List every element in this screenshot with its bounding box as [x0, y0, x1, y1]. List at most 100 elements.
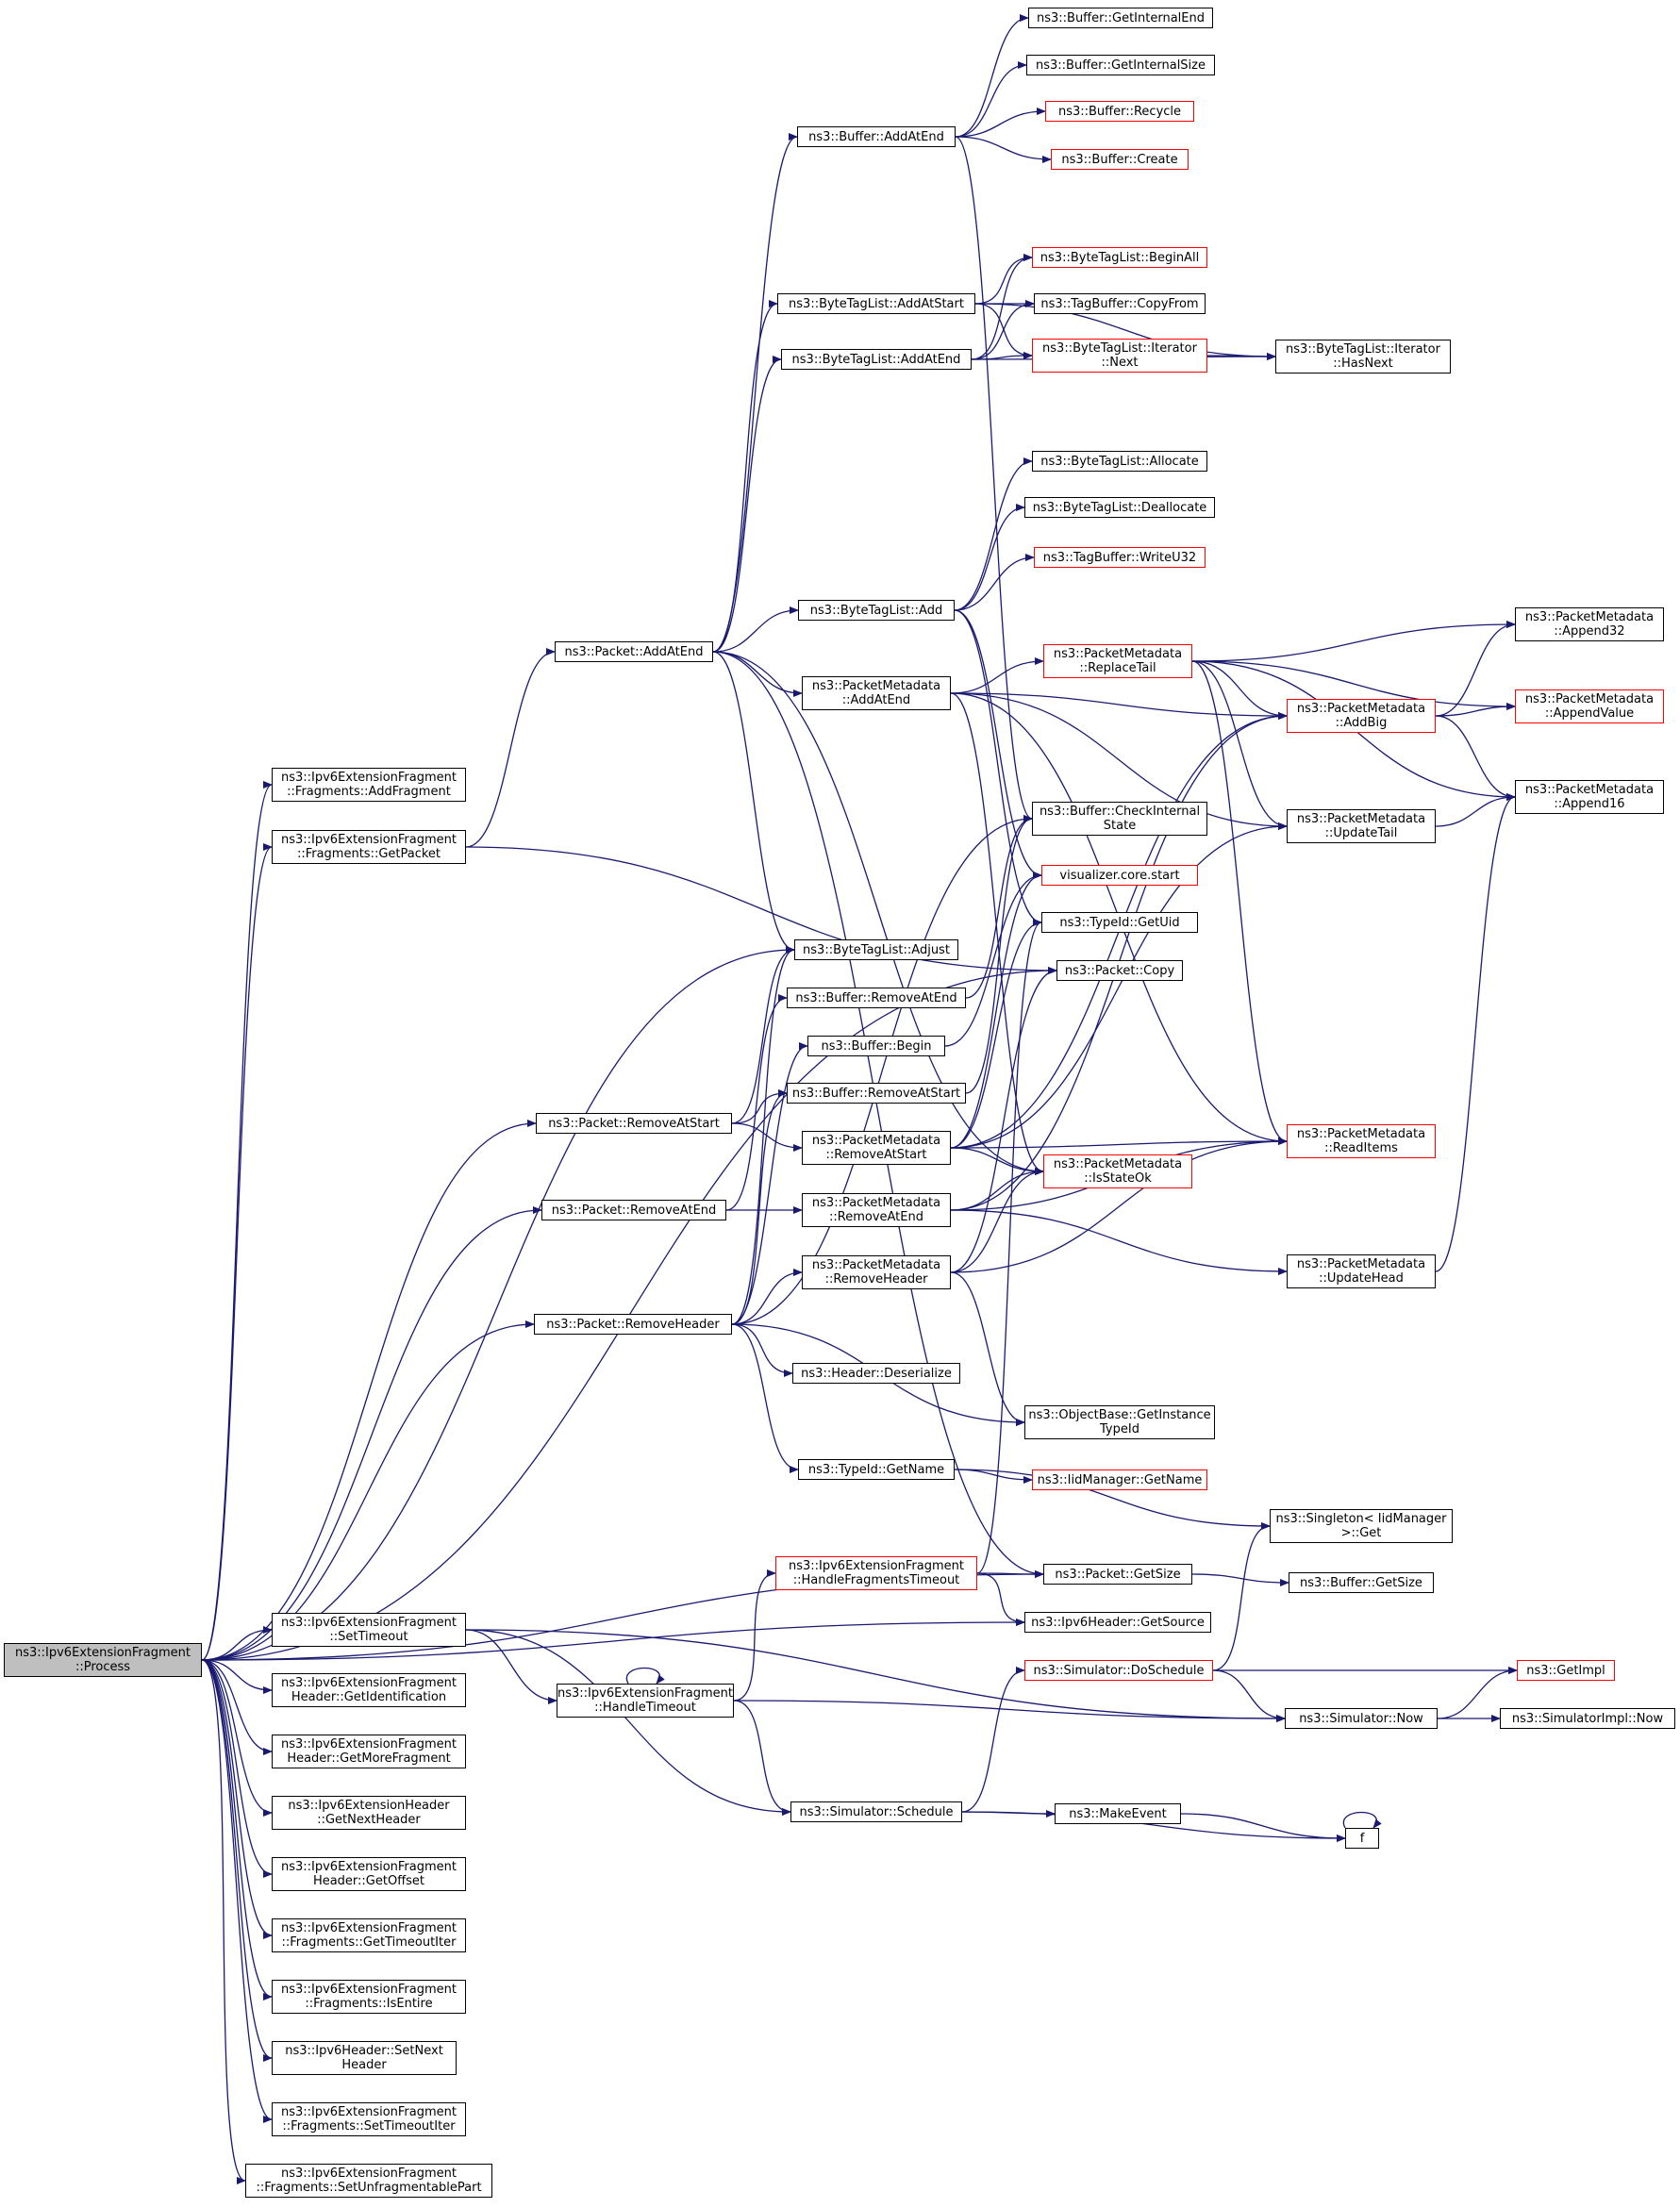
edge-buf_addatend-to-buf_getinternalend [955, 14, 1029, 138]
node-buffer-getinternalend[interactable]: ns3::Buffer::GetInternalEnd [1028, 8, 1213, 28]
edge-pm_removeatend-to-pm_updatehead [950, 1209, 1288, 1275]
node-fragments-gettimeoutiter[interactable]: ns3::Ipv6ExtensionFragment ::Fragments::… [272, 1918, 466, 1952]
node-buffer-addatend[interactable]: ns3::Buffer::AddAtEnd [797, 126, 956, 147]
edge-pm_removeheader-to-pm_isstateok [950, 1168, 1044, 1273]
node-tagbuffer-writeu32[interactable]: ns3::TagBuffer::WriteU32 [1034, 547, 1206, 568]
node-bytetaglist-deallocate[interactable]: ns3::ByteTagList::Deallocate [1024, 497, 1215, 518]
node-packet-removeheader[interactable]: ns3::Packet::RemoveHeader [534, 1314, 732, 1335]
node-ipv6header-getsource[interactable]: ns3::Ipv6Header::GetSource [1024, 1612, 1211, 1633]
node-simulator-schedule[interactable]: ns3::Simulator::Schedule [790, 1801, 962, 1822]
node-makeevent[interactable]: ns3::MakeEvent [1055, 1803, 1181, 1824]
node-bytetaglist-iterator-hasnext[interactable]: ns3::ByteTagList::Iterator ::HasNext [1275, 340, 1451, 374]
node-packetmetadata-append32[interactable]: ns3::PacketMetadata ::Append32 [1515, 607, 1664, 641]
node-buffer-recycle[interactable]: ns3::Buffer::Recycle [1045, 101, 1194, 122]
node-bytetaglist-iterator-next[interactable]: ns3::ByteTagList::Iterator ::Next [1032, 339, 1207, 373]
node-packetmetadata-replacetail[interactable]: ns3::PacketMetadata ::ReplaceTail [1043, 644, 1192, 678]
edge-process-to-pkt_removeheader [201, 1320, 535, 1661]
node-bytetaglist-addatend[interactable]: ns3::ByteTagList::AddAtEnd [781, 349, 972, 370]
edge-getpacket-to-pkt_copy [465, 846, 1057, 974]
node-singleton-iidmanager-get[interactable]: ns3::Singleton< IidManager >::Get [1270, 1509, 1453, 1543]
edge-typeid_getname-to-singleton_get [954, 1469, 1271, 1530]
node-packetmetadata-removeatend[interactable]: ns3::PacketMetadata ::RemoveAtEnd [802, 1193, 951, 1227]
edge-handletimeout-to-handlefragtimeout [733, 1569, 776, 1702]
edge-pm_removeatstart-to-typeid_getuid [950, 919, 1042, 1149]
node-visualizer-core-start[interactable]: visualizer.core.start [1041, 865, 1198, 886]
edge-pm_addbig-to-pm_append16 [1435, 715, 1516, 801]
node-buffer-checkinternalstate[interactable]: ns3::Buffer::CheckInternal State [1032, 802, 1207, 836]
node-packet-copy[interactable]: ns3::Packet::Copy [1056, 960, 1183, 981]
node-buffer-removeatstart[interactable]: ns3::Buffer::RemoveAtStart [787, 1083, 966, 1104]
node-simulator-now[interactable]: ns3::Simulator::Now [1285, 1708, 1438, 1729]
edge-pm_replacetail-to-pm_append32 [1191, 621, 1516, 662]
node-typeid-getname[interactable]: ns3::TypeId::GetName [798, 1459, 955, 1480]
node-packet-addatend[interactable]: ns3::Packet::AddAtEnd [555, 641, 713, 662]
node-packetmetadata-addbig[interactable]: ns3::PacketMetadata ::AddBig [1287, 699, 1436, 733]
node-header-deserialize[interactable]: ns3::Header::Deserialize [792, 1363, 960, 1384]
node-packetmetadata-removeatstart[interactable]: ns3::PacketMetadata ::RemoveAtStart [802, 1131, 951, 1165]
node-f[interactable]: f [1345, 1828, 1379, 1849]
node-handlefragmentstimeout[interactable]: ns3::Ipv6ExtensionFragment ::HandleFragm… [775, 1556, 977, 1590]
node-objectbase-getinstancetypeid[interactable]: ns3::ObjectBase::GetInstance TypeId [1024, 1405, 1215, 1439]
node-buffer-begin[interactable]: ns3::Buffer::Begin [807, 1036, 945, 1056]
node-fragments-settimeoutiter[interactable]: ns3::Ipv6ExtensionFragment ::Fragments::… [272, 2102, 466, 2136]
node-packet-removeatend[interactable]: ns3::Packet::RemoveAtEnd [541, 1200, 726, 1220]
node-packetmetadata-updatetail[interactable]: ns3::PacketMetadata ::UpdateTail [1287, 809, 1436, 843]
node-packetmetadata-removeheader[interactable]: ns3::PacketMetadata ::RemoveHeader [802, 1255, 951, 1289]
node-fragments-setunfragmentablepart[interactable]: ns3::Ipv6ExtensionFragment ::Fragments::… [245, 2164, 492, 2198]
node-settimeout[interactable]: ns3::Ipv6ExtensionFragment ::SetTimeout [272, 1613, 466, 1647]
node-packet-getsize[interactable]: ns3::Packet::GetSize [1043, 1564, 1192, 1585]
node-bytetaglist-allocate[interactable]: ns3::ByteTagList::Allocate [1032, 451, 1207, 472]
node-fragments-isentire[interactable]: ns3::Ipv6ExtensionFragment ::Fragments::… [272, 1980, 466, 2014]
edge-pkt_getsize-to-buf_getsize [1191, 1573, 1289, 1586]
node-fragments-addfragment[interactable]: ns3::Ipv6ExtensionFragment ::Fragments::… [272, 768, 466, 802]
edge-pkt_removeheader-to-typeid_getname [731, 1323, 799, 1473]
node-packetmetadata-updatehead[interactable]: ns3::PacketMetadata ::UpdateHead [1287, 1254, 1436, 1288]
node-process[interactable]: ns3::Ipv6ExtensionFragment ::Process [4, 1643, 202, 1677]
node-buffer-getinternalsize[interactable]: ns3::Buffer::GetInternalSize [1026, 55, 1215, 75]
node-bytetaglist-adjust[interactable]: ns3::ByteTagList::Adjust [794, 939, 958, 960]
node-buffer-getsize[interactable]: ns3::Buffer::GetSize [1289, 1572, 1434, 1593]
node-header-getmorefragment[interactable]: ns3::Ipv6ExtensionFragment Header::GetMo… [272, 1735, 466, 1768]
node-packetmetadata-isstateok[interactable]: ns3::PacketMetadata ::IsStateOk [1043, 1154, 1192, 1188]
edge-process-to-setnext [201, 1659, 273, 2062]
edge-pm_updatehead-to-pm_append16 [1435, 793, 1516, 1272]
node-buffer-create[interactable]: ns3::Buffer::Create [1051, 149, 1189, 170]
edge-btl_addatstart-to-btl_beginall [974, 254, 1033, 305]
node-bytetaglist-addatstart[interactable]: ns3::ByteTagList::AddAtStart [777, 293, 975, 314]
edge-pkt_addatend-to-pm_addatend [712, 651, 803, 697]
edge-settimeout-to-handletimeout [465, 1629, 557, 1704]
edge-pkt_addatend-to-btl_add [712, 606, 799, 653]
edge-buf_removeatend-to-buf_checkinternal [965, 815, 1033, 999]
edge-pm_removeheader-to-objbase_getinstancetypeid [950, 1271, 1025, 1426]
node-simulator-doschedule[interactable]: ns3::Simulator::DoSchedule [1024, 1660, 1213, 1681]
node-packet-removeatstart[interactable]: ns3::Packet::RemoveAtStart [536, 1113, 732, 1134]
node-simulatorimpl-now[interactable]: ns3::SimulatorImpl::Now [1500, 1708, 1675, 1729]
edge-pm_addbig-to-pm_appendvalue [1435, 703, 1516, 717]
node-header-getidentification[interactable]: ns3::Ipv6ExtensionFragment Header::GetId… [272, 1673, 466, 1707]
node-bytetaglist-beginall[interactable]: ns3::ByteTagList::BeginAll [1032, 247, 1207, 268]
node-tagbuffer-copyfrom[interactable]: ns3::TagBuffer::CopyFrom [1034, 293, 1206, 314]
node-packetmetadata-addatend[interactable]: ns3::PacketMetadata ::AddAtEnd [802, 676, 951, 710]
edge-pkt_removeheader-to-hdr_deserialize [731, 1323, 793, 1377]
edge-pkt_removeheader-to-buf_checkinternal [731, 815, 1033, 1325]
node-typeid-getuid[interactable]: ns3::TypeId::GetUid [1041, 912, 1198, 933]
node-bytetaglist-add[interactable]: ns3::ByteTagList::Add [798, 600, 955, 621]
node-iidmanager-getname[interactable]: ns3::IidManager::GetName [1032, 1469, 1207, 1490]
node-packetmetadata-readitems[interactable]: ns3::PacketMetadata ::ReadItems [1287, 1124, 1436, 1158]
node-extensionheader-getnextheader[interactable]: ns3::Ipv6ExtensionHeader ::GetNextHeader [272, 1796, 466, 1830]
node-packetmetadata-appendvalue[interactable]: ns3::PacketMetadata ::AppendValue [1515, 689, 1664, 723]
node-ipv6header-setnextheader[interactable]: ns3::Ipv6Header::SetNext Header [272, 2041, 457, 2075]
edge-process-to-getident [201, 1659, 273, 1694]
node-getimpl[interactable]: ns3::GetImpl [1517, 1660, 1615, 1681]
node-header-getoffset[interactable]: ns3::Ipv6ExtensionFragment Header::GetOf… [272, 1857, 466, 1891]
edge-buf_addatend-to-buf_recycle [955, 108, 1046, 138]
node-buffer-removeatend[interactable]: ns3::Buffer::RemoveAtEnd [787, 988, 966, 1008]
edge-pm_updatetail-to-pm_append16 [1435, 793, 1516, 827]
edge-buf_begin-to-vis_start [944, 872, 1042, 1047]
node-fragments-getpacket[interactable]: ns3::Ipv6ExtensionFragment ::Fragments::… [272, 830, 466, 864]
node-packetmetadata-append16[interactable]: ns3::PacketMetadata ::Append16 [1515, 780, 1664, 814]
edge-process-to-getpacket [201, 843, 273, 1661]
edge-buf_addatend-to-buf_create [955, 136, 1052, 163]
node-handletimeout[interactable]: ns3::Ipv6ExtensionFragment ::HandleTimeo… [557, 1684, 734, 1718]
